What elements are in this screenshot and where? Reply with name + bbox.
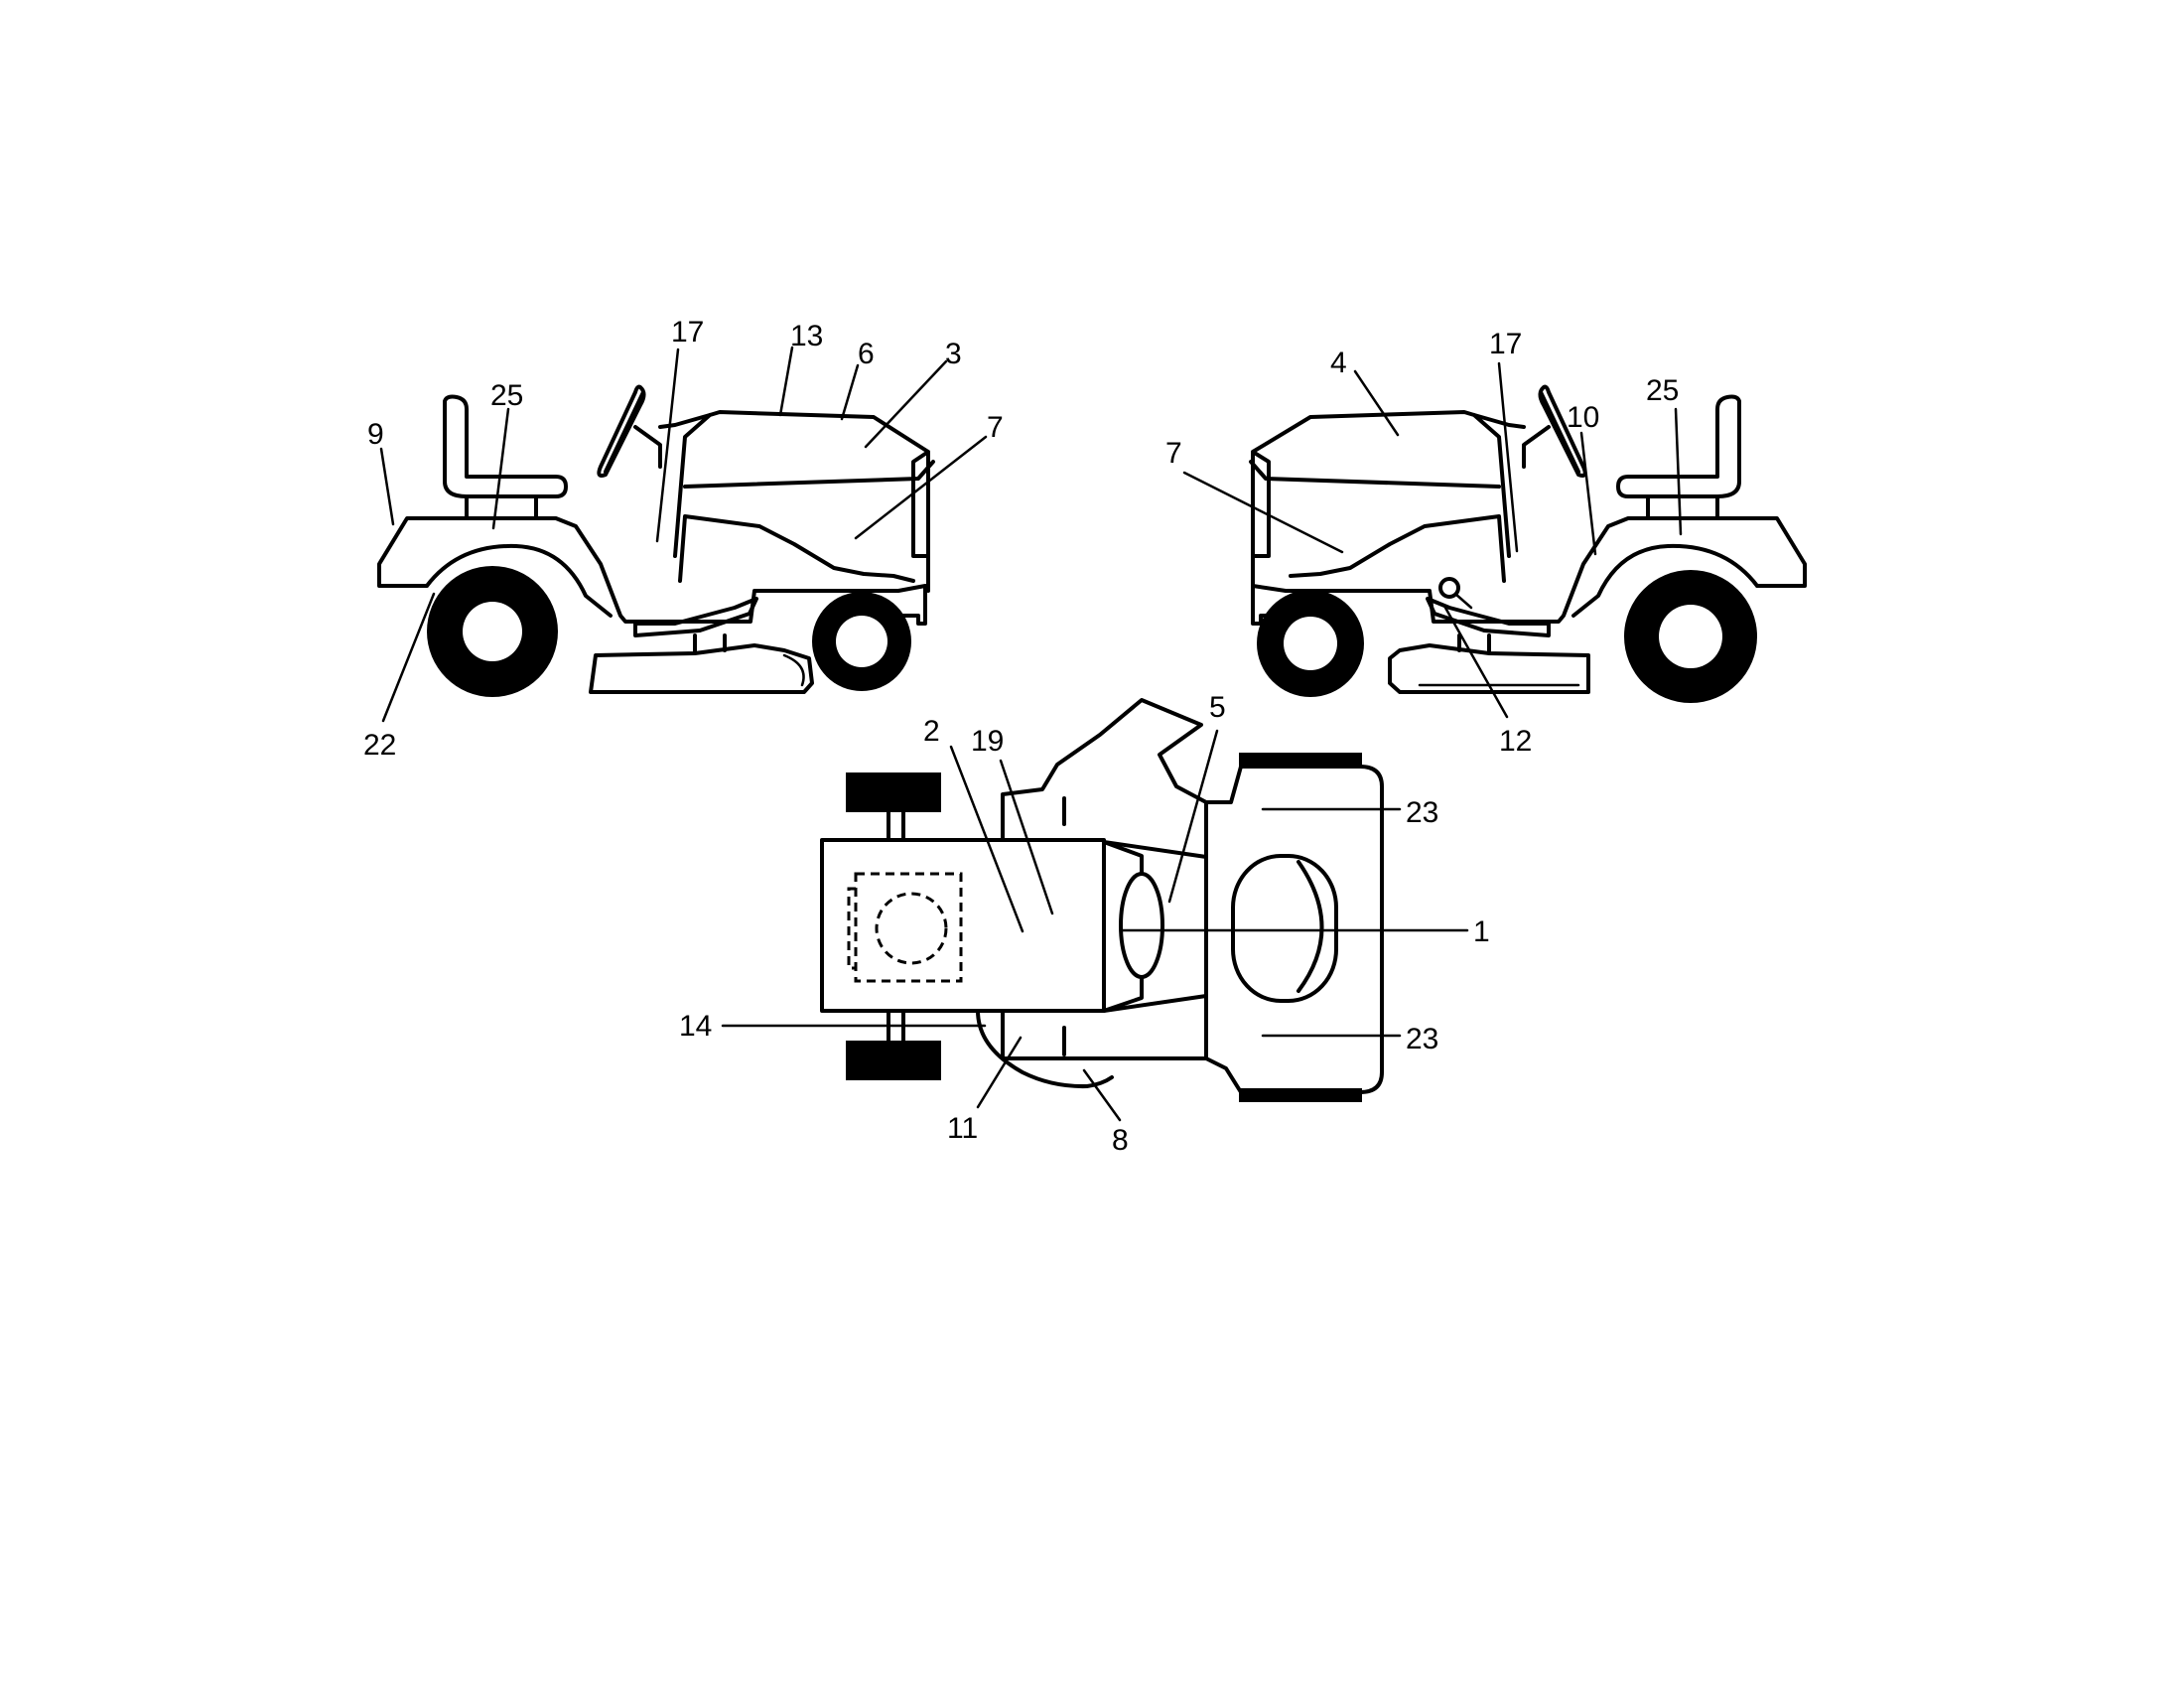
footrest-left <box>633 597 758 637</box>
leader-right-12 <box>1443 606 1509 719</box>
leader-left-17 <box>655 348 680 543</box>
leader-top-5 <box>1167 729 1219 904</box>
footrest-right <box>1426 597 1551 637</box>
leader-right-7 <box>1182 471 1344 554</box>
leader-left-3 <box>864 359 948 449</box>
leader-left-25 <box>491 407 510 530</box>
callout-left-25: 25 <box>490 379 523 412</box>
callout-left-6: 6 <box>858 338 875 370</box>
leader-right-4 <box>1353 369 1400 437</box>
callout-top-23b: 23 <box>1406 1023 1438 1055</box>
seat-right <box>1616 394 1741 498</box>
leader-left-7 <box>854 435 988 540</box>
callout-right-4: 4 <box>1330 347 1347 379</box>
callout-right-7: 7 <box>1165 437 1182 470</box>
tractor-left-side-view <box>377 384 935 697</box>
rear-hub-left <box>463 602 522 661</box>
engine-cover-top <box>1231 854 1338 1003</box>
mower-deck-left <box>589 633 814 694</box>
front-tire-top-upper <box>1239 753 1362 767</box>
rear-axle-top <box>887 810 905 1043</box>
callout-right-10: 10 <box>1567 401 1599 434</box>
callout-left-22: 22 <box>363 729 396 762</box>
tractor-top-view <box>820 698 1384 1102</box>
rear-hub-right <box>1659 605 1722 668</box>
deck-chute-left <box>782 653 805 687</box>
callout-right-25: 25 <box>1646 374 1679 407</box>
front-hub-right <box>1284 617 1337 670</box>
callout-top-11: 11 <box>947 1112 978 1145</box>
callout-top-2: 2 <box>923 715 940 748</box>
leader-top-11 <box>976 1036 1023 1109</box>
lever-right <box>1453 592 1473 610</box>
callout-left-7: 7 <box>987 411 1004 444</box>
callout-right-17: 17 <box>1489 328 1522 360</box>
grille-left <box>911 450 930 558</box>
callout-right-12: 12 <box>1499 725 1532 758</box>
callout-left-3: 3 <box>945 338 962 370</box>
front-tire-top-lower <box>1239 1088 1362 1102</box>
callout-left-17: 17 <box>671 316 704 349</box>
callout-labels: 9 25 17 13 6 3 7 22 4 17 25 10 7 12 2 19… <box>363 316 1679 1157</box>
leader-left-9 <box>379 447 395 526</box>
fender-upper-top <box>1001 698 1208 859</box>
callout-top-14: 14 <box>679 1010 712 1043</box>
rear-tire-top-lower <box>846 1041 941 1080</box>
engine-cover-inner <box>1297 860 1324 993</box>
seat-circle-top <box>875 892 948 965</box>
callout-left-9: 9 <box>367 418 384 451</box>
leader-left-6 <box>840 363 860 421</box>
leader-top-8 <box>1082 1068 1122 1122</box>
callout-top-5: 5 <box>1209 691 1226 724</box>
seat-base-left <box>465 494 538 520</box>
seat-back-top <box>847 887 856 970</box>
leader-right-25 <box>1674 407 1683 536</box>
top-view-leaders <box>721 729 1469 1122</box>
steering-left <box>597 384 662 478</box>
callout-left-13: 13 <box>790 320 823 352</box>
callout-top-23a: 23 <box>1406 796 1438 829</box>
hood-right <box>1249 410 1526 593</box>
steering-wheel-top <box>1119 872 1164 979</box>
leader-right-17 <box>1497 361 1519 553</box>
tractor-right-side-view <box>1249 384 1807 703</box>
callout-top-8: 8 <box>1112 1124 1129 1157</box>
leader-left-22 <box>381 592 436 723</box>
seat-outline-top <box>854 872 963 983</box>
seat-left <box>443 394 568 498</box>
seat-base-right <box>1646 494 1719 520</box>
leader-right-10 <box>1579 431 1597 556</box>
callout-top-1: 1 <box>1473 915 1490 948</box>
hood-top-line-left <box>718 410 876 419</box>
leader-top-19 <box>999 759 1054 915</box>
deck-arc-top <box>976 1009 1114 1089</box>
steering-right <box>1522 384 1587 478</box>
callout-top-19: 19 <box>971 725 1004 758</box>
right-view-leaders <box>1182 361 1683 719</box>
lever-knob-right <box>1438 577 1460 599</box>
leader-top-2 <box>949 745 1024 933</box>
rear-body-top <box>820 838 1106 1013</box>
hood-left <box>658 410 935 593</box>
rear-tire-top-upper <box>846 772 941 812</box>
leader-left-13 <box>778 346 794 417</box>
grille-right <box>1251 450 1271 558</box>
left-view-leaders <box>379 346 988 723</box>
front-hub-left <box>836 616 887 667</box>
